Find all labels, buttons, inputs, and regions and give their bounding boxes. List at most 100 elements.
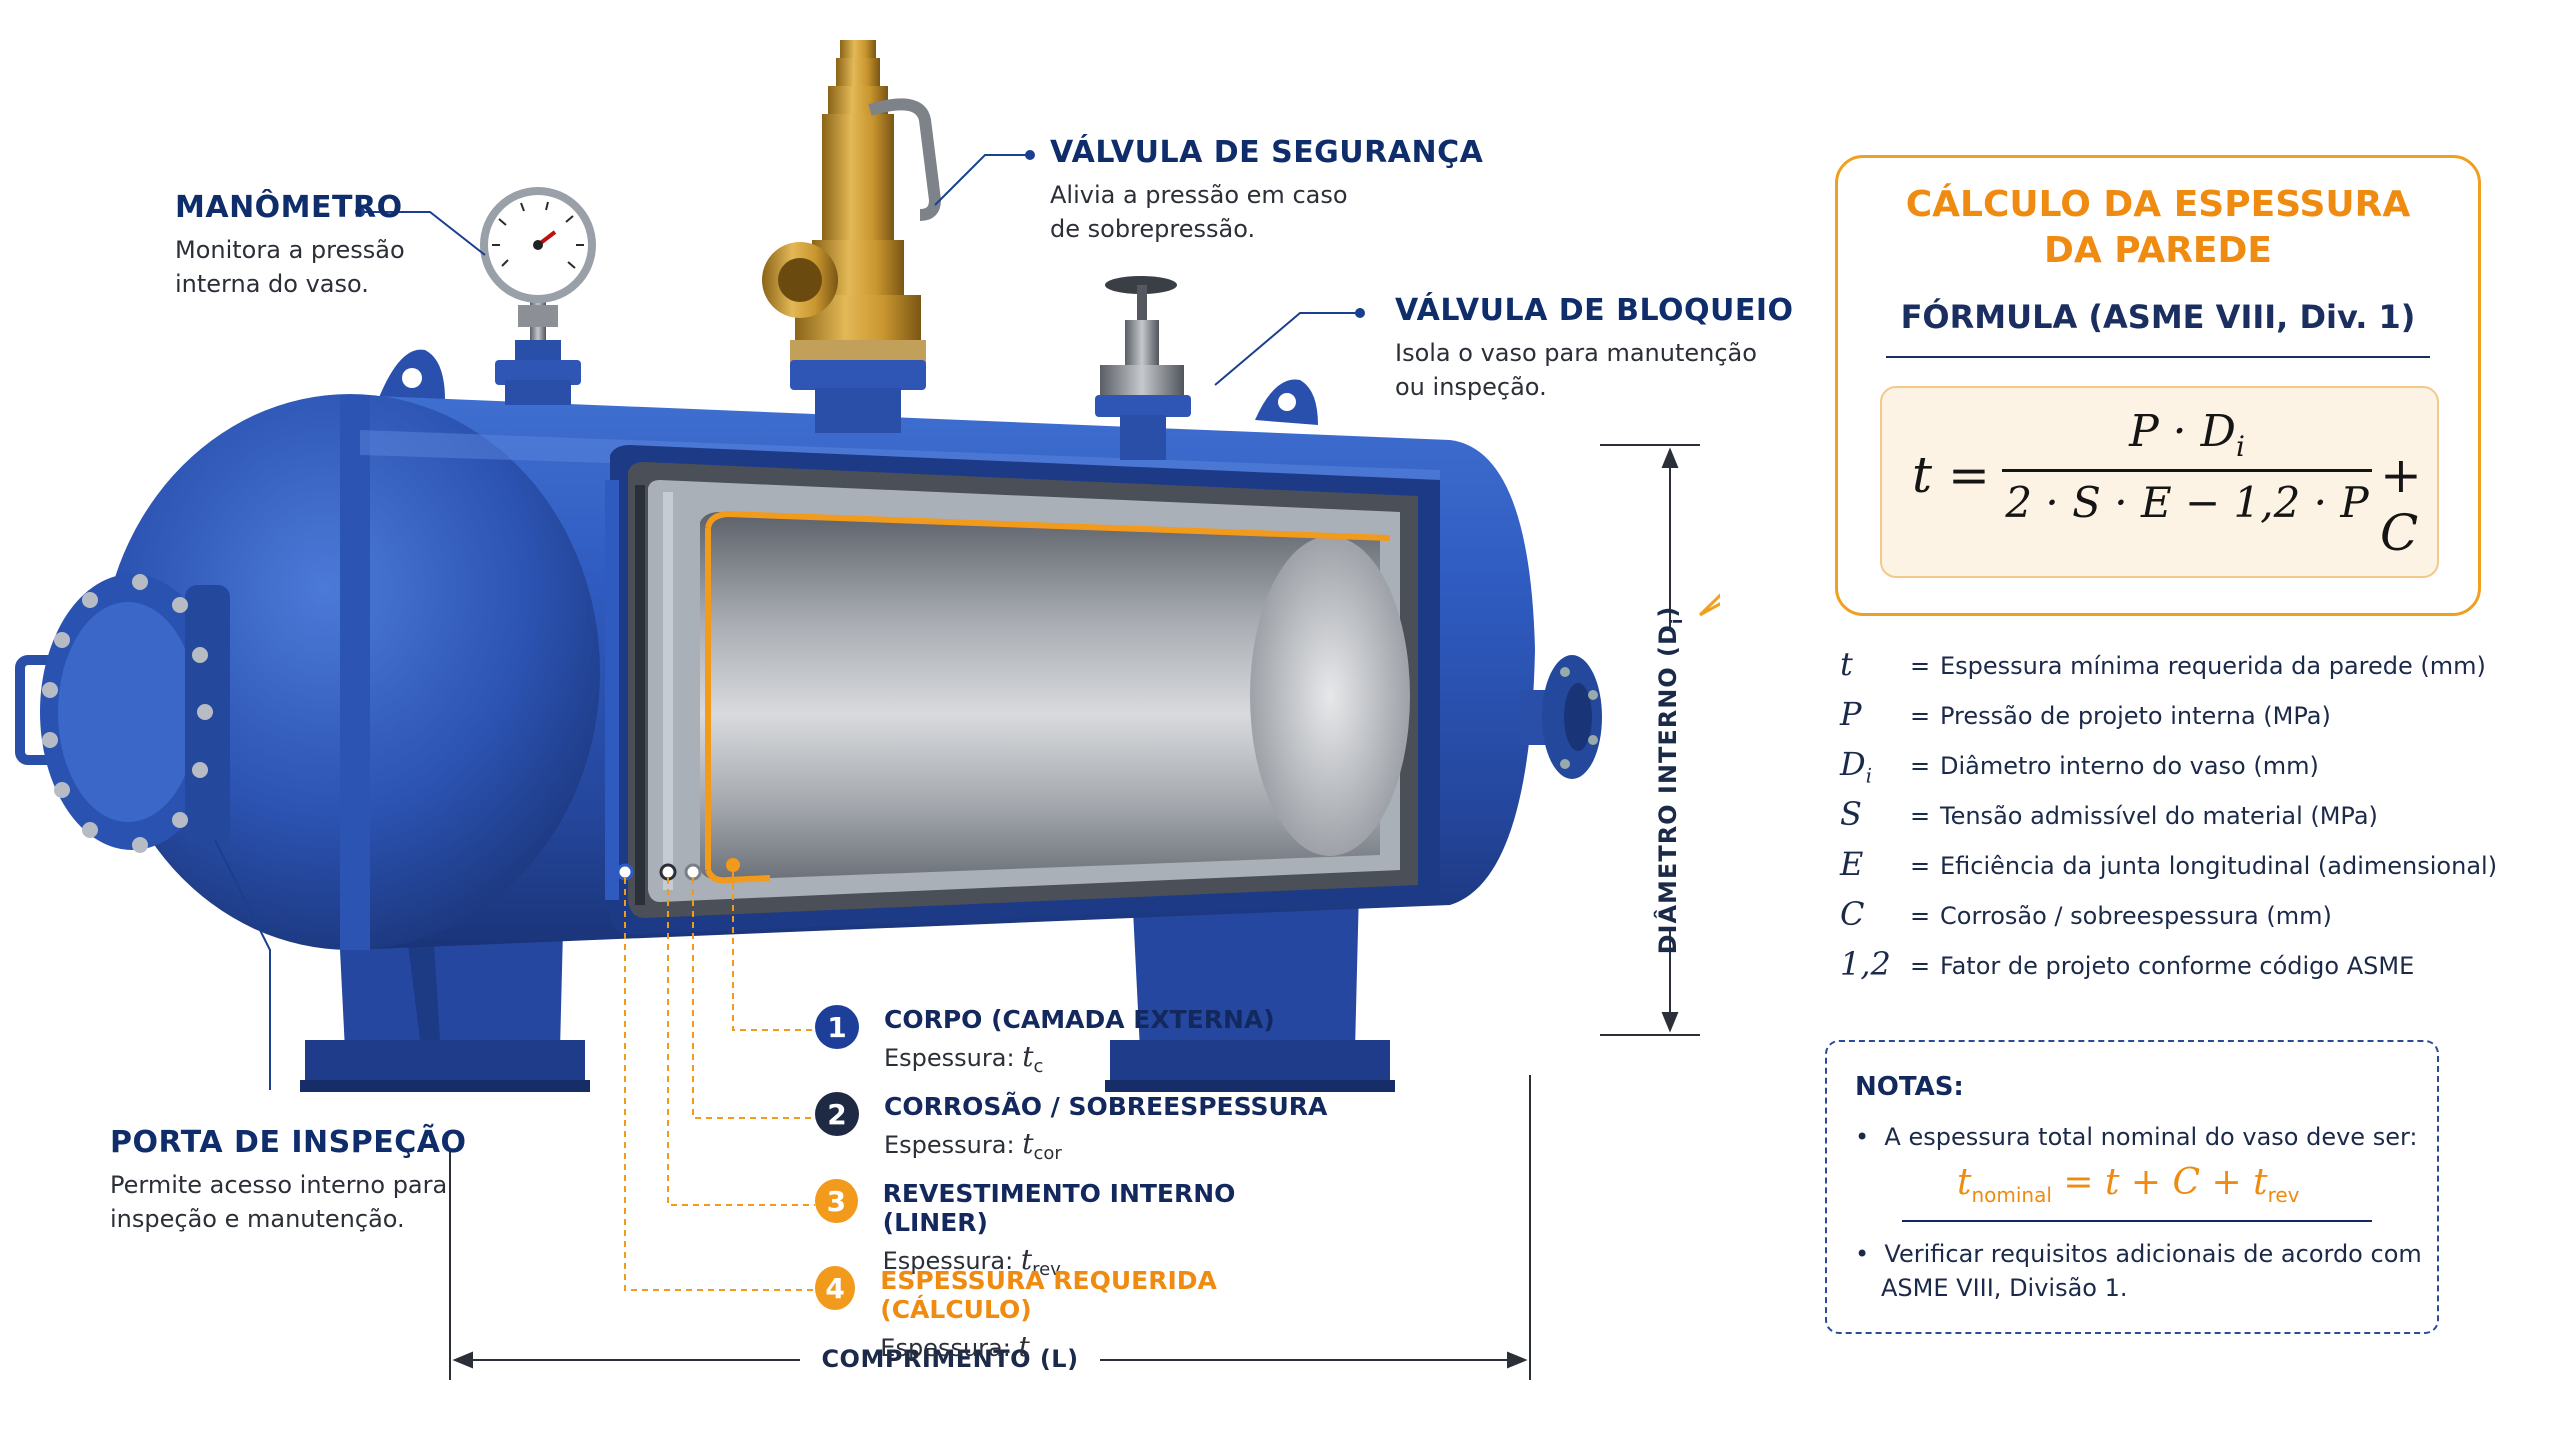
inspection-port-callout: PORTA DE INSPEÇÃO Permite acesso interno… [110,1125,466,1236]
variable-row: t=Espessura mínima requerida da parede (… [1840,645,2486,687]
layer-thickness-index: c [1033,1055,1044,1077]
variable-symbol: S [1840,795,1910,837]
layer-thickness-prefix: Espessura: [884,1131,1023,1159]
equation-fraction: P · Di 2 · S · E − 1,2 · P [2002,406,2372,527]
formula-box-divider [1886,356,2430,358]
variable-description: Eficiência da junta longitudinal (adimen… [1940,852,2498,880]
layer-thickness: Espessura: trev [883,1243,1335,1280]
variable-equals: = [1910,752,1931,780]
safety-valve-desc-2: de sobrepressão. [1050,215,1256,243]
variable-equals: = [1910,952,1931,980]
notes-bullet-2-cont: ASME VIII, Divisão 1. [1881,1274,2128,1302]
layer-item: 3 REVESTIMENTO INTERNO (LINER) Espessura: … [815,1179,1335,1280]
diameter-dimension [1600,444,1700,1036]
callout-leader-lines [214,154,1360,1090]
variable-symbol-text: P [1840,694,1862,733]
safety-valve-callout: VÁLVULA DE SEGURANÇA Alivia a pressão em… [1050,135,1483,246]
safety-valve-title: VÁLVULA DE SEGURANÇA [1050,135,1484,170]
variable-description: Pressão de projeto interna (MPa) [1940,702,2331,730]
layer-number-badge: 2 [815,1092,859,1136]
layer-thickness-prefix: Espessura: [884,1044,1023,1072]
layer-thickness-index: rev [1032,1258,1061,1280]
variable-equals: = [1910,852,1931,880]
notes-bullet-2-text-a: Verificar requisitos adicionais de acord… [1884,1240,2422,1268]
layer-thickness: Espessura: tc [884,1040,1275,1077]
variable-symbol-text: t [1840,644,1853,683]
variable-symbol-text: D [1840,744,1866,783]
nominal-eq-sub: nominal [1971,1183,2052,1208]
bullet-glyph: • [1855,1123,1870,1151]
formula-box-title: CÁLCULO DA ESPESSURA DA PAREDE [1838,182,2478,274]
variable-symbol-text: E [1840,844,1864,883]
variable-symbol: t [1840,645,1910,687]
layer-number-badge: 1 [815,1005,859,1049]
nominal-eq-underline [1902,1220,2372,1222]
variable-description: Fator de projeto conforme código ASME [1940,952,2415,980]
inspection-port [15,574,230,853]
diameter-label-sub: i [1666,617,1686,625]
cutaway-section [605,445,1440,935]
variable-description: Corrosão / sobreespessura (mm) [1940,902,2332,930]
variable-symbol-text: 1,2 [1840,944,1891,983]
layer-thickness-prefix: Espessura: [880,1334,1019,1362]
layer-number-badge: 3 [815,1179,858,1223]
variable-equals: = [1910,652,1931,680]
equation-denominator: 2 · S · E − 1,2 · P [2005,477,2369,527]
variable-symbol: 1,2 [1840,945,1910,987]
layer-title: REVESTIMENTO INTERNO (LINER) [882,1179,1236,1237]
diameter-label-close: ) [1654,605,1683,618]
thickness-equation: t = P · Di 2 · S · E − 1,2 · P + C [1880,386,2439,578]
manometer-title: MANÔMETRO [175,190,403,225]
layer-thickness: Espessura: tcor [884,1127,1327,1164]
nominal-eq-sub2: rev [2267,1183,2300,1208]
layer-title: ESPESSURA REQUERIDA (CÁLCULO) [880,1266,1217,1324]
variable-equals: = [1910,802,1931,830]
safety-valve-desc-1: Alivia a pressão em caso [1050,181,1348,209]
length-label: COMPRIMENTO (L) [821,1345,1079,1373]
variable-symbol: C [1840,895,1910,937]
layer-text: REVESTIMENTO INTERNO (LINER) Espessura: t… [883,1179,1335,1280]
variable-row: S = Tensão admissível do material (MPa) [1840,795,2378,837]
manometer-callout: MANÔMETRO Monitora a pressão interna do … [175,190,405,301]
notes-bullet-2: • Verificar requisitos adicionais de aco… [1855,1237,2422,1271]
layer-thickness-index: cor [1033,1142,1062,1164]
diameter-label: DIÂMETRO INTERNO (Di) [1654,606,1686,955]
block-valve-title: VÁLVULA DE BLOQUEIO [1395,293,1794,328]
diameter-label-text: DIÂMETRO INTERNO (D [1654,624,1683,955]
layer-text: CORPO (CAMADA EXTERNA) Espessura: tc [884,1005,1275,1077]
equation-numerator-text: P · D [2129,406,2236,457]
notes-title: NOTAS: [1855,1072,1964,1102]
inspection-port-desc-1: Permite acesso interno para [110,1171,448,1199]
nozzle-right [1520,655,1602,779]
formula-box-title-line-2: DA PAREDE [2043,230,2272,271]
layer-thickness-symbol: t [1018,1330,1030,1363]
equation-numerator-sub: i [2235,429,2245,463]
layer-title: CORPO (CAMADA EXTERNA) [884,1005,1275,1034]
variable-symbol: P [1840,695,1910,737]
manometer-desc-1: Monitora a pressão [175,236,405,264]
bullet-glyph: • [1855,1240,1870,1268]
block-valve-desc-2: ou inspeção. [1395,373,1547,401]
pressure-vessel-illustration [15,40,1720,1380]
variable-symbol-text: S [1840,794,1862,833]
nominal-eq-t: t [1957,1162,1972,1203]
layer-text: ESPESSURA REQUERIDA (CÁLCULO) Espessura: … [880,1266,1335,1367]
equation-fraction-bar [2002,468,2372,472]
length-dimension [449,1075,1531,1380]
layer-thickness: Espessura: t [880,1330,1335,1367]
variable-row: Di=Diâmetro interno do vaso (mm) [1840,744,2319,788]
variable-description: Tensão admissível do material (MPa) [1940,802,2378,830]
notes-bullet-1-text: A espessura total nominal do vaso deve s… [1884,1123,2418,1151]
layer-leader-lines [624,872,815,1291]
formula-box-subtitle: FÓRMULA (ASME VIII, Div. 1) [1900,298,2416,336]
variable-symbol-sub: i [1865,763,1873,788]
equation-numerator: P · Di [2002,406,2372,463]
equation-rhs: + C [2380,446,2422,562]
layer-thickness-prefix: Espessura: [882,1247,1021,1275]
block-valve-callout: VÁLVULA DE BLOQUEIO Isola o vaso para ma… [1395,293,1794,404]
layer-markers [616,858,740,881]
variable-equals: = [1910,702,1931,730]
manometer-gauge [480,187,596,405]
variable-row: 1,2 = Fator de projeto conforme código ASM… [1840,945,2415,987]
